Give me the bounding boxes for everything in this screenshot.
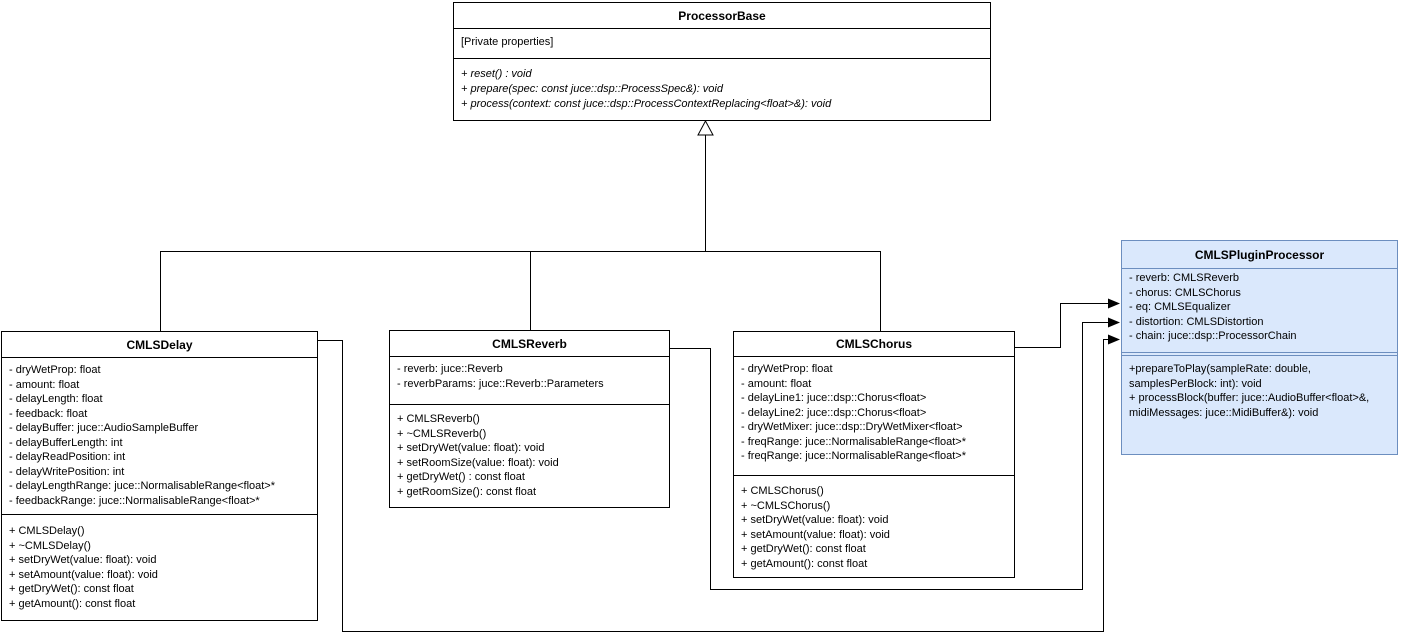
method-line: + CMLSChorus()	[741, 485, 824, 497]
attribute-line: - reverbParams: juce::Reverb::Parameters	[397, 377, 604, 390]
attribute-line: - reverb: CMLSReverb	[1129, 272, 1240, 284]
method-line: + setAmount(value: float): void	[9, 568, 158, 581]
method-line: + getDryWet() : const float	[397, 471, 525, 483]
method-line: + setDryWet(value: float): void	[9, 554, 157, 566]
method-line: midiMessages: juce::MidiBuffer&): void	[1129, 406, 1319, 419]
method-line: + ~CMLSReverb()	[397, 427, 487, 440]
method-line: + CMLSDelay()	[9, 525, 85, 537]
class-box-processorbase: ProcessorBase [Private properties] + res…	[453, 2, 991, 121]
methods-section: +prepareToPlay(sampleRate: double, sample…	[1122, 356, 1397, 454]
method-line: + CMLSReverb()	[397, 413, 480, 425]
method-line: + reset() : void	[461, 68, 532, 80]
methods-section: + reset() : void + prepare(spec: const ju…	[454, 58, 990, 120]
attribute-line: - delayLength: float	[9, 393, 103, 405]
association-reverb-arrowhead-icon	[1108, 317, 1120, 328]
attributes-section: - dryWetProp: float - amount: float - dela…	[2, 357, 317, 514]
attribute-line: - eq: CMLSEqualizer	[1129, 301, 1231, 313]
class-title: CMLSReverb	[492, 336, 567, 351]
method-line: + setDryWet(value: float): void	[741, 514, 889, 526]
generalization-connector	[160, 251, 881, 331]
class-box-cmlschorus: CMLSChorus - dryWetProp: float - amount: …	[733, 331, 1015, 578]
method-line: + processBlock(buffer: juce::AudioBuffer…	[1129, 392, 1370, 404]
attribute-line: - delayLine1: juce::dsp::Chorus<float>	[741, 392, 927, 404]
methods-section: + CMLSChorus() + ~CMLSChorus() + setDryWet…	[734, 475, 1014, 577]
method-line: + getAmount(): const float	[741, 557, 868, 570]
class-title: ProcessorBase	[678, 8, 766, 23]
inheritance-triangle-icon	[697, 119, 714, 136]
attributes-section: - reverb: juce::Reverb- reverbParams: ju…	[390, 356, 669, 404]
method-line: samplesPerBlock: int): void	[1129, 377, 1262, 390]
method-line: + getDryWet(): const float	[741, 543, 866, 555]
class-title: CMLSDelay	[126, 337, 193, 352]
method-line: + setRoomSize(value: float): void	[397, 456, 559, 469]
attribute-line: - delayReadPosition: int	[9, 451, 126, 463]
method-line: + getRoomSize(): const float	[397, 485, 537, 498]
attribute-line: - delayLine2: juce::dsp::Chorus<float>	[741, 406, 927, 419]
method-line: +prepareToPlay(sampleRate: double,	[1129, 363, 1311, 375]
attribute-line: - amount: float	[741, 377, 812, 390]
attribute-line: - delayBuffer: juce::AudioSampleBuffer	[9, 422, 199, 434]
attribute-line: - reverb: juce::Reverb	[397, 363, 503, 375]
attribute-line: - freqRange: juce::NormalisableRange<flo…	[741, 450, 967, 462]
method-line: + ~CMLSDelay()	[9, 539, 91, 552]
association-chorus-arrowhead-icon	[1108, 298, 1120, 309]
method-line: + prepare(spec: const juce::dsp::Process…	[461, 83, 723, 95]
attribute-line: - distortion: CMLSDistortion	[1129, 315, 1264, 328]
attributes-section: - dryWetProp: float - amount: float - dela…	[734, 356, 1014, 475]
association-delay-arrowhead-icon	[1108, 334, 1120, 345]
method-line: + setAmount(value: float): void	[741, 528, 890, 541]
attribute-line: - delayBufferLength: int	[9, 436, 123, 449]
attribute-line: - amount: float	[9, 378, 80, 391]
attribute-line: - dryWetProp: float	[9, 364, 101, 376]
attribute-line: - feedback: float	[9, 407, 88, 420]
attribute-line: - dryWetProp: float	[741, 363, 833, 375]
methods-section: + CMLSDelay() + ~CMLSDelay() + setDryWet(v…	[2, 514, 317, 620]
attribute-line: - freqRange: juce::NormalisableRange<flo…	[741, 435, 967, 448]
class-box-cmlsreverb: CMLSReverb - reverb: juce::Reverb- rever…	[389, 330, 670, 508]
attributes-section: - reverb: CMLSReverb - chorus: CMLSChorus…	[1122, 268, 1397, 352]
attribute-line: - dryWetMixer: juce::dsp::DryWetMixer<fl…	[741, 421, 963, 433]
association-chorus-connector	[1015, 303, 1109, 348]
attribute-line: - chain: juce::dsp::ProcessorChain	[1129, 330, 1297, 342]
method-line: + getDryWet(): const float	[9, 583, 134, 595]
attribute-line: - delayWritePosition: int	[9, 465, 125, 478]
method-line: + process(context: const juce::dsp::Proc…	[461, 98, 832, 110]
attribute-line: - delayLengthRange: juce::NormalisableRa…	[9, 480, 276, 492]
attributes-section: [Private properties]	[454, 28, 990, 58]
attribute-line: - chorus: CMLSChorus	[1129, 286, 1241, 299]
method-line: + setDryWet(value: float): void	[397, 442, 545, 454]
class-box-cmlsdelay: CMLSDelay - dryWetProp: float - amount: f…	[1, 331, 318, 621]
class-title: CMLSPluginProcessor	[1194, 247, 1325, 262]
class-box-cmlspluginprocessor: CMLSPluginProcessor - reverb: CMLSReverb…	[1121, 240, 1398, 455]
attribute-line: [Private properties]	[461, 36, 554, 48]
double-separator	[1122, 352, 1397, 356]
class-title: CMLSChorus	[836, 337, 912, 351]
methods-section: + CMLSReverb() + ~CMLSReverb() + setDryWet…	[390, 404, 669, 507]
method-line: + ~CMLSChorus()	[741, 499, 831, 512]
method-line: + getAmount(): const float	[9, 597, 136, 610]
attribute-line: - feedbackRange: juce::NormalisableRange…	[9, 494, 260, 507]
